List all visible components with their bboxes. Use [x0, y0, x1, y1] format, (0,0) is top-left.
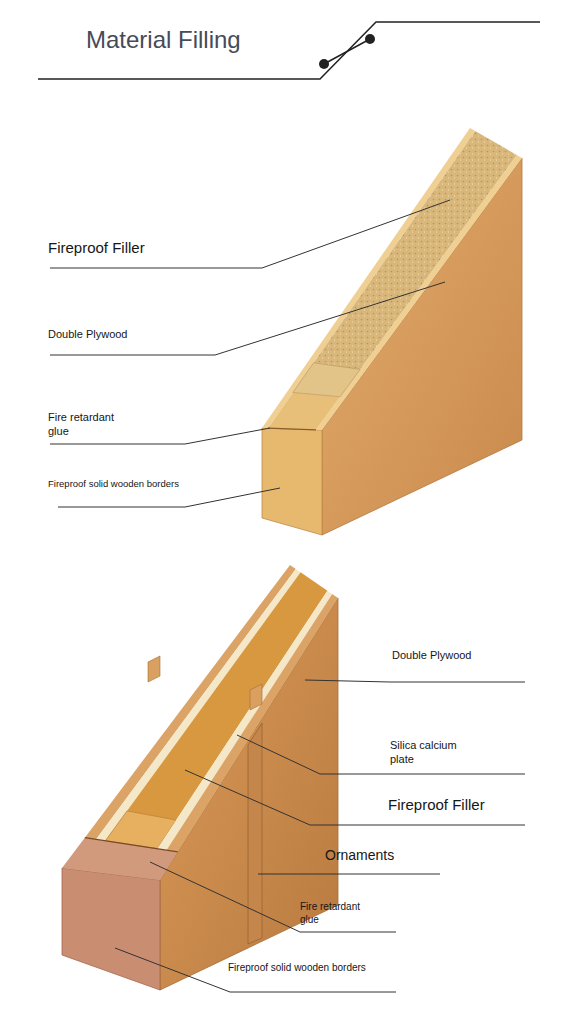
door-section-lower	[62, 565, 338, 990]
part-label: Ornaments	[325, 846, 455, 864]
page-title: Material Filling	[86, 26, 241, 55]
rule-dot	[365, 34, 375, 44]
part-label: Silica calcium plate	[390, 738, 478, 767]
part-label: Fireproof Filler	[388, 795, 558, 815]
leader-lines	[50, 200, 525, 992]
title-rule	[38, 22, 540, 79]
part-label: Double Plywood	[48, 327, 208, 341]
part-label: Fireproof solid wooden borders	[228, 961, 428, 974]
part-label: Fire retardant glue	[48, 410, 130, 439]
part-label: Fireproof Filler	[48, 238, 248, 258]
door-section-upper	[262, 128, 522, 535]
part-label: Fire retardant glue	[300, 900, 376, 926]
part-label: Double Plywood	[392, 648, 542, 662]
part-label: Fireproof solid wooden borders	[48, 478, 248, 490]
rule-dot	[319, 59, 329, 69]
